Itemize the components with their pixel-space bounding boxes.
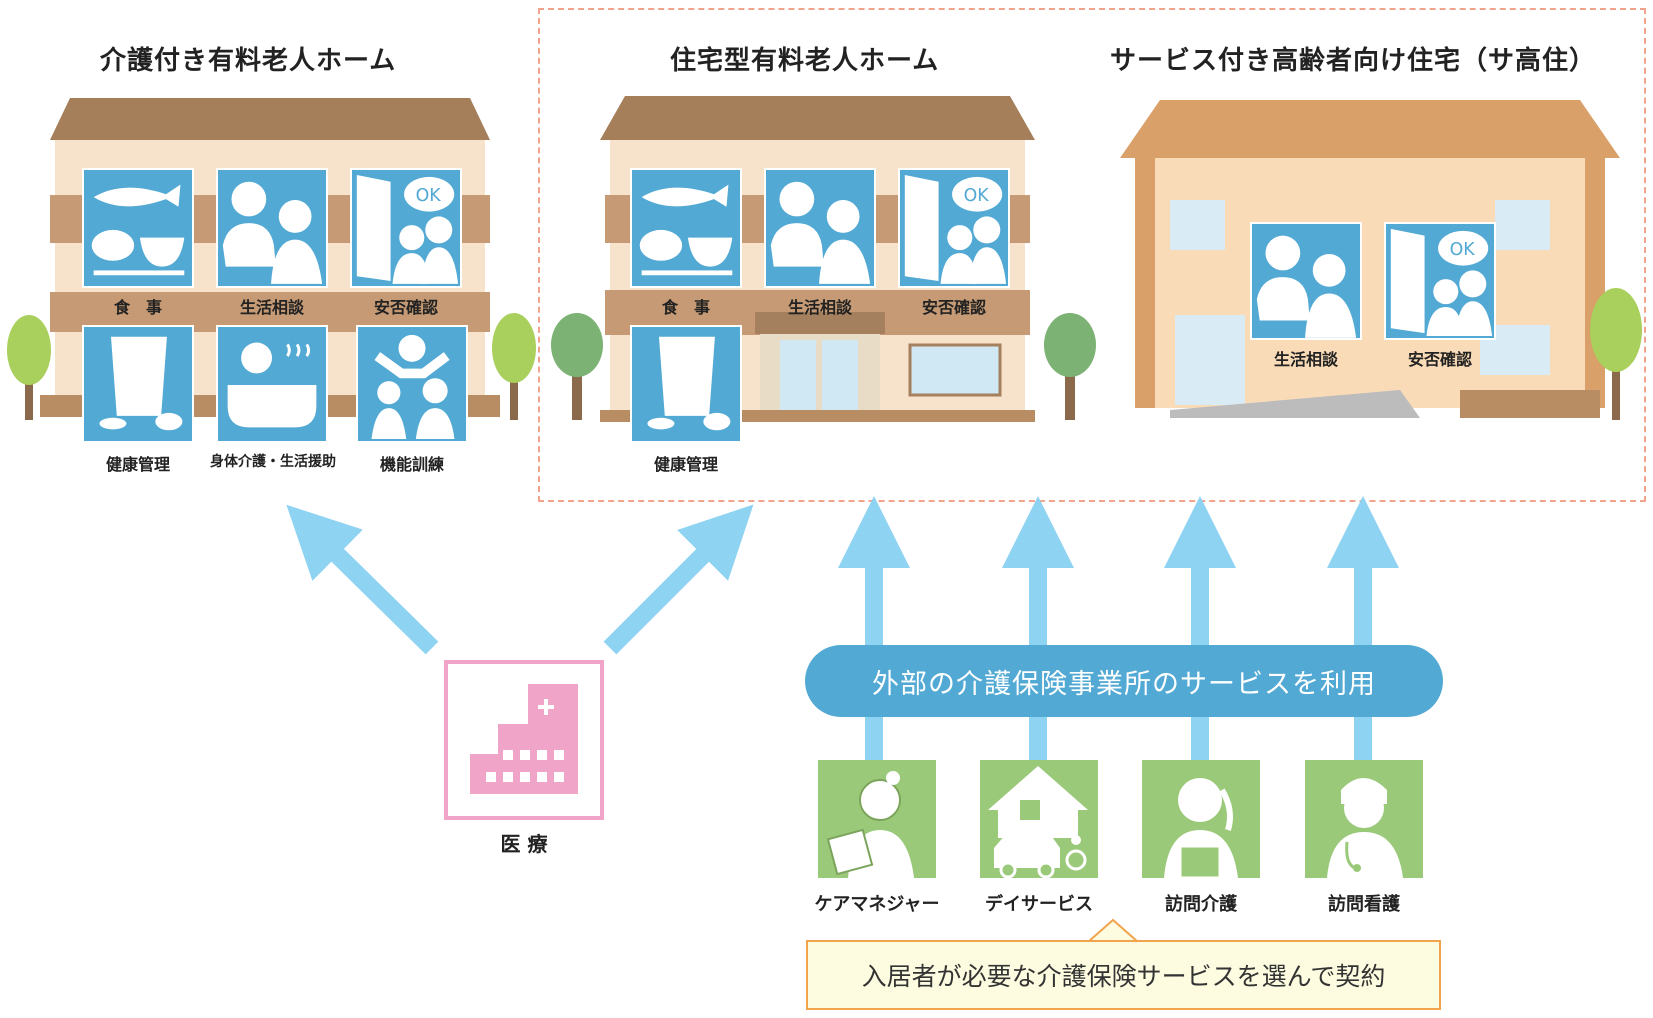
external-services-banner-text: 外部の介護保険事業所のサービスを利用 bbox=[872, 668, 1376, 700]
external-services-banner: 外部の介護保険事業所のサービスを利用 bbox=[805, 645, 1443, 717]
service-label: 生活相談 bbox=[239, 298, 304, 317]
care-manager-label: ケアマネジャー bbox=[814, 894, 940, 915]
ok-bubble-text: OK bbox=[1450, 240, 1476, 260]
building-service-housing bbox=[1120, 100, 1620, 418]
service-label: 安否確認 bbox=[373, 298, 438, 317]
consultation-icon bbox=[1250, 222, 1362, 340]
service-label: 生活相談 bbox=[787, 298, 852, 317]
tree-left-2 bbox=[551, 313, 603, 420]
safety-check-icon: OK bbox=[350, 168, 462, 288]
day-service-label: デイサービス bbox=[985, 894, 1093, 915]
home-care-icon bbox=[1142, 760, 1260, 878]
facility-title-service-housing: サービス付き高齢者向け住宅（サ高住） bbox=[1110, 46, 1597, 76]
ok-bubble-text: OK bbox=[416, 186, 442, 206]
home-care-label: 訪問介護 bbox=[1165, 894, 1237, 915]
safety-check-icon: OK bbox=[898, 168, 1010, 288]
service-label: 機能訓練 bbox=[379, 455, 444, 474]
tree-right-2 bbox=[1044, 313, 1096, 420]
medical-label: 医 療 bbox=[500, 832, 548, 856]
non-care-facilities-frame bbox=[538, 8, 1646, 502]
safety-check-icon: OK bbox=[1384, 222, 1496, 340]
service-label: 安否確認 bbox=[921, 298, 986, 317]
facility-title-residential-home: 住宅型有料老人ホーム bbox=[670, 46, 940, 76]
facility-title-care-home: 介護付き有料老人ホーム bbox=[100, 46, 397, 76]
personal-care-icon bbox=[216, 325, 328, 443]
consultation-icon bbox=[216, 168, 328, 288]
tree-right-3 bbox=[1590, 288, 1642, 420]
service-label: 身体介護・生活援助 bbox=[210, 454, 336, 470]
rehabilitation-icon bbox=[356, 325, 468, 443]
home-nursing-icon bbox=[1305, 760, 1423, 878]
day-service-icon bbox=[980, 760, 1098, 878]
meal-icon bbox=[630, 168, 742, 288]
service-label: 健康管理 bbox=[653, 455, 718, 474]
arrow-medical-to-care-home bbox=[286, 504, 439, 655]
service-label: 食 事 bbox=[113, 298, 162, 317]
health-management-icon bbox=[82, 325, 194, 443]
arrow-medical-to-residential bbox=[603, 504, 754, 655]
consultation-icon bbox=[764, 168, 876, 288]
health-management-icon bbox=[630, 325, 742, 443]
service-label: 食 事 bbox=[661, 298, 710, 317]
contract-note: 入居者が必要な介護保険サービスを選んで契約 bbox=[806, 940, 1441, 1010]
ok-bubble-text: OK bbox=[964, 186, 990, 206]
service-label: 健康管理 bbox=[105, 455, 170, 474]
tree-right-1 bbox=[492, 313, 536, 420]
meal-icon bbox=[82, 168, 194, 288]
service-label: 安否確認 bbox=[1407, 350, 1472, 369]
service-label: 生活相談 bbox=[1273, 350, 1338, 369]
contract-note-text: 入居者が必要な介護保険サービスを選んで契約 bbox=[861, 962, 1386, 991]
medical-icon bbox=[444, 660, 604, 820]
care-manager-icon bbox=[818, 760, 936, 878]
tree-left-1 bbox=[7, 315, 51, 420]
home-nursing-label: 訪問看護 bbox=[1328, 894, 1400, 915]
